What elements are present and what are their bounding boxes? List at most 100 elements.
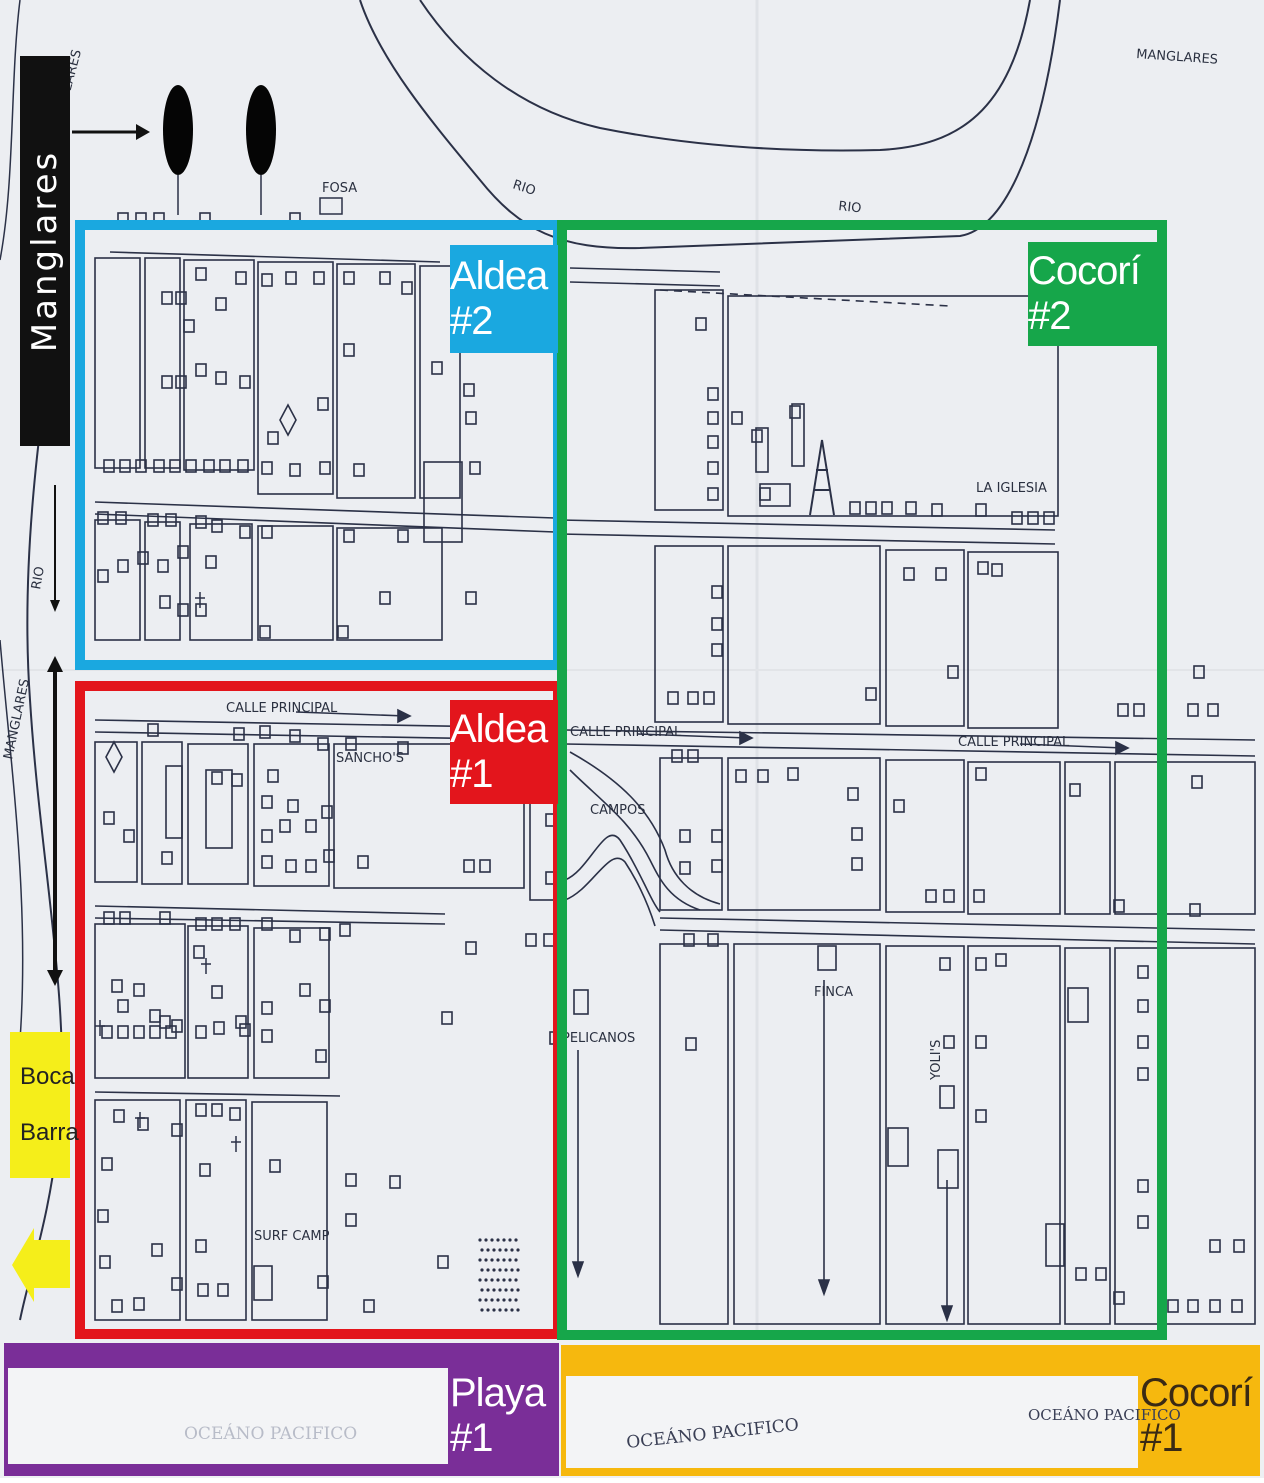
house-mark: [215, 371, 227, 385]
house-mark: [1187, 1299, 1199, 1313]
house-mark: [171, 1277, 183, 1291]
dot-mark: [486, 1308, 490, 1312]
house-mark: [195, 363, 207, 377]
barra-label: Barra: [20, 1119, 79, 1146]
dot-mark: [508, 1278, 512, 1282]
house-mark: [463, 859, 475, 873]
house-mark: [305, 819, 317, 833]
dot-mark: [496, 1258, 500, 1262]
house-mark: [203, 459, 215, 473]
house-mark: [343, 271, 355, 285]
calle-principal-2: CALLE PRINCIPAL: [570, 725, 682, 740]
dot-mark: [510, 1268, 514, 1272]
house-mark: [711, 617, 723, 631]
house-mark: [731, 411, 743, 425]
arrows: [295, 708, 1130, 1323]
dot-mark: [514, 1238, 518, 1242]
house-mark: [267, 769, 279, 783]
house-mark: [195, 267, 207, 281]
calle-principal-3: CALLE PRINCIPAL: [958, 735, 1070, 750]
house-mark: [1231, 1299, 1243, 1313]
house-mark: [1075, 1267, 1087, 1281]
house-mark: [159, 1015, 171, 1029]
house-mark: [115, 511, 127, 525]
houses: [97, 212, 1245, 1313]
dot-mark: [498, 1268, 502, 1272]
dot-mark: [496, 1238, 500, 1242]
house-mark: [285, 859, 297, 873]
house-mark: [465, 591, 477, 605]
house-mark: [1137, 1067, 1149, 1081]
house-mark: [479, 859, 491, 873]
house-mark: [233, 727, 245, 741]
house-mark: [1133, 703, 1145, 717]
house-mark: [973, 889, 985, 903]
house-mark: [97, 1209, 109, 1223]
house-mark: [1137, 999, 1149, 1013]
dot-mark: [508, 1298, 512, 1302]
house-mark: [903, 567, 915, 581]
house-mark: [195, 1025, 207, 1039]
house-mark: [1113, 899, 1125, 913]
house-mark: [279, 819, 291, 833]
blocks: [94, 257, 1256, 1325]
dot-mark: [502, 1238, 506, 1242]
dot-mark: [504, 1288, 508, 1292]
house-mark: [1207, 703, 1219, 717]
house-mark: [463, 383, 475, 397]
house-mark: [237, 459, 249, 473]
house-mark: [165, 513, 177, 527]
dot-mark: [484, 1238, 488, 1242]
manglares-top-right: MANGLARES: [1136, 47, 1219, 68]
house-mark: [679, 829, 691, 843]
cross-mark: [135, 1112, 145, 1128]
house-mark: [319, 461, 331, 475]
house-mark: [287, 799, 299, 813]
yellow-arrow: [12, 1228, 70, 1302]
house-mark: [137, 551, 149, 565]
house-mark: [865, 501, 877, 515]
house-mark: [337, 625, 349, 639]
house-mark: [159, 595, 171, 609]
dot-mark: [490, 1278, 494, 1282]
house-mark: [345, 1173, 357, 1187]
house-mark: [195, 1103, 207, 1117]
building-mark: [1067, 987, 1089, 1023]
house-mark: [847, 787, 859, 801]
house-mark: [943, 889, 955, 903]
label-cocori2: Cocorí #2: [1028, 242, 1160, 346]
cross-mark: [231, 1136, 241, 1152]
house-mark: [261, 795, 273, 809]
house-mark: [133, 1297, 145, 1311]
house-mark: [1209, 1299, 1221, 1313]
house-mark: [135, 459, 147, 473]
dot-mark: [480, 1288, 484, 1292]
dot-mark: [490, 1258, 494, 1262]
house-mark: [217, 1283, 229, 1297]
house-mark: [319, 999, 331, 1013]
house-mark: [305, 859, 317, 873]
house-mark: [111, 979, 123, 993]
house-mark: [101, 1025, 113, 1039]
house-mark: [1137, 1215, 1149, 1229]
house-mark: [851, 827, 863, 841]
house-mark: [119, 911, 131, 925]
dot-mark: [492, 1248, 496, 1252]
house-mark: [1113, 1291, 1125, 1305]
tree-marks: [95, 592, 241, 1152]
boca-barra-box: Boca Barra: [10, 1032, 79, 1178]
house-mark: [261, 461, 273, 475]
house-mark: [261, 273, 273, 287]
house-mark: [1187, 703, 1199, 717]
dot-mark: [484, 1258, 488, 1262]
house-mark: [711, 585, 723, 599]
house-mark: [975, 1109, 987, 1123]
house-mark: [103, 911, 115, 925]
cross-mark: [95, 1020, 105, 1036]
house-mark: [465, 941, 477, 955]
house-mark: [313, 271, 325, 285]
dot-mark: [504, 1308, 508, 1312]
cross-mark: [195, 592, 205, 608]
dot-mark: [490, 1238, 494, 1242]
